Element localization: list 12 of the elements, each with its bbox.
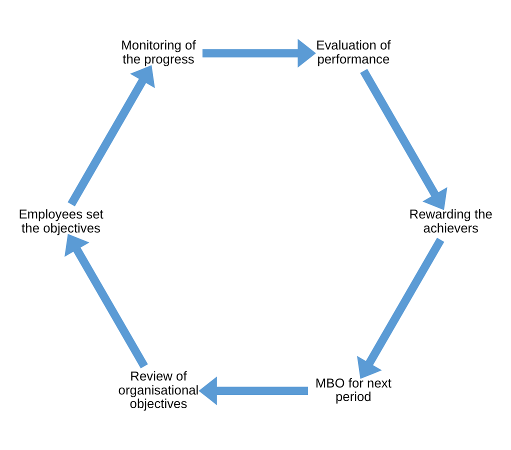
node-text: Evaluation of performance bbox=[316, 37, 391, 66]
node-text: MBO for next period bbox=[315, 374, 392, 404]
node-text: Rewarding the achievers bbox=[409, 206, 493, 235]
arrow bbox=[202, 38, 316, 68]
arrow bbox=[68, 64, 155, 206]
arrow bbox=[357, 237, 444, 378]
node-text: Monitoring of the progress bbox=[121, 37, 196, 66]
arrow bbox=[64, 233, 148, 368]
node-text: Review of organisational objectives bbox=[118, 368, 199, 411]
node-text: Employees set the objectives bbox=[18, 206, 104, 235]
arrow bbox=[360, 68, 448, 210]
arrow bbox=[198, 376, 308, 405]
